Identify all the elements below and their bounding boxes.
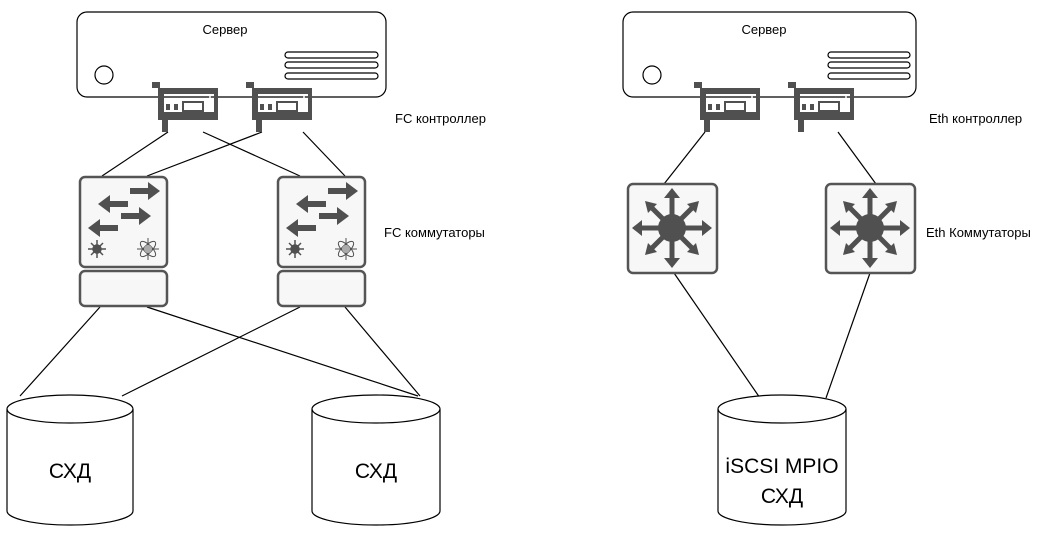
fc-switch-label: FC коммутаторы: [384, 225, 485, 240]
eth-switch-icon: [626, 182, 719, 275]
eth-switch-label: Eth Коммутаторы: [926, 225, 1031, 240]
storage-label-line2: СХД: [761, 485, 803, 508]
server-right: Сервер: [622, 11, 917, 98]
storage-cylinder-2: СХД: [311, 394, 441, 526]
eth-topology: Сервер Eth контроллер Eth Коммутаторы iS…: [622, 11, 1031, 526]
fc-controller-card-icon: [151, 81, 219, 133]
server-left: Сервер: [76, 11, 387, 98]
power-button-icon: [642, 65, 662, 85]
storage-label: СХД: [355, 460, 397, 483]
server-label: Сервер: [202, 22, 247, 37]
fc-links: [19, 131, 421, 397]
vent-icon: [827, 51, 911, 80]
eth-controller-card-icon: [693, 81, 761, 133]
eth-controller-label: Eth контроллер: [929, 111, 1022, 126]
fc-switch-icon: [80, 177, 167, 306]
server-label: Сервер: [741, 22, 786, 37]
storage-label-line1: iSCSI MPIO: [725, 455, 838, 478]
power-button-icon: [94, 65, 114, 85]
eth-switch-icon: [824, 182, 917, 275]
storage-label: СХД: [49, 460, 91, 483]
vent-icon: [284, 51, 379, 80]
eth-links: [663, 131, 877, 399]
storage-cylinder-1: СХД: [6, 394, 134, 526]
fc-controller-card-icon: [245, 81, 313, 133]
fc-topology: Сервер FC контроллер FC коммутаторы СХД …: [6, 11, 486, 526]
eth-controller-card-icon: [787, 81, 855, 133]
fc-switch-icon: [278, 177, 365, 306]
iscsi-storage-cylinder: iSCSI MPIO СХД: [717, 394, 847, 526]
fc-controller-label: FC контроллер: [395, 111, 486, 126]
